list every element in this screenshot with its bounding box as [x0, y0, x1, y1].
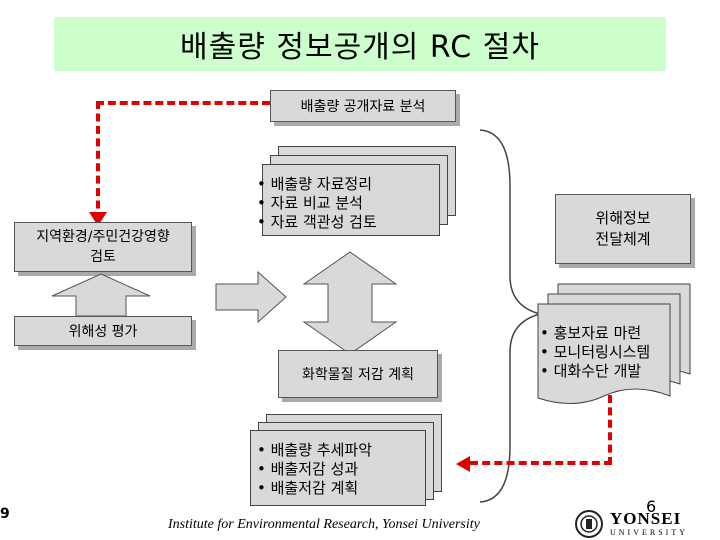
- trend-item: 배출량 추세파악: [257, 441, 372, 460]
- risk-communication-line1: 위해정보: [595, 209, 651, 227]
- risk-communication-box: 위해정보 전달체계: [555, 194, 691, 264]
- emission-data-analysis-label: 배출량 공개자료 분석: [300, 99, 426, 115]
- logo-subtitle: UNIVERSITY: [610, 528, 688, 537]
- risk-communication-line2: 전달체계: [595, 230, 651, 248]
- trend-box: 배출량 추세파악 배출저감 성과 배출저감 계획: [250, 430, 426, 506]
- document-list: 홍보자료 마련 모니터링시스템 대화수단 개발: [540, 324, 651, 381]
- document-item: 홍보자료 마련: [540, 324, 650, 343]
- hazard-assessment-box: 위해성 평가: [14, 316, 192, 346]
- trend-item: 배출저감 성과: [257, 460, 372, 479]
- impact-review-box: 지역환경/주민건강영향 검토: [14, 222, 192, 272]
- summary-item: 배출량 자료정리: [257, 175, 377, 194]
- impact-review-line1: 지역환경/주민건강영향: [36, 229, 170, 245]
- summary-box: 배출량 자료정리 자료 비교 분석 자료 객관성 검토: [262, 164, 440, 236]
- page-title: 배출량 정보공개의 RC 절차: [180, 30, 540, 65]
- summary-item: 자료 비교 분석: [257, 194, 377, 213]
- up-down-arrow: [302, 251, 398, 355]
- yonsei-logo: YONSEI UNIVERSITY: [574, 509, 714, 539]
- document-item: 모니터링시스템: [540, 343, 651, 362]
- page-number: 6: [646, 497, 657, 516]
- institute-footer: Institute for Environmental Research, Yo…: [168, 517, 480, 532]
- reduction-plan-box: 화학물질 저감 계획: [278, 350, 438, 398]
- logo-name: YONSEI: [610, 509, 682, 528]
- document-item: 대화수단 개발: [540, 362, 650, 381]
- trend-item: 배출저감 계획: [257, 479, 372, 498]
- trend-list: 배출량 추세파악 배출저감 성과 배출저감 계획: [257, 441, 372, 498]
- impact-review-line2: 검토: [90, 249, 116, 265]
- red-arrow-head-left: [456, 456, 470, 472]
- summary-item: 자료 객관성 검토: [257, 213, 377, 232]
- up-arrow-left: [51, 273, 151, 317]
- reduction-plan-label: 화학물질 저감 계획: [302, 367, 414, 383]
- summary-list: 배출량 자료정리 자료 비교 분석 자료 객관성 검토: [257, 175, 377, 232]
- slide-number: 9: [0, 506, 10, 522]
- red-dashed-connector-bottom: [470, 395, 612, 465]
- hazard-assessment-label: 위해성 평가: [68, 324, 138, 340]
- emission-data-analysis-box: 배출량 공개자료 분석: [270, 90, 456, 122]
- right-arrow: [215, 270, 287, 324]
- yonsei-emblem-icon: [575, 510, 603, 538]
- red-dashed-connector-top: [96, 101, 270, 221]
- title-banner: 배출량 정보공개의 RC 절차: [54, 17, 666, 71]
